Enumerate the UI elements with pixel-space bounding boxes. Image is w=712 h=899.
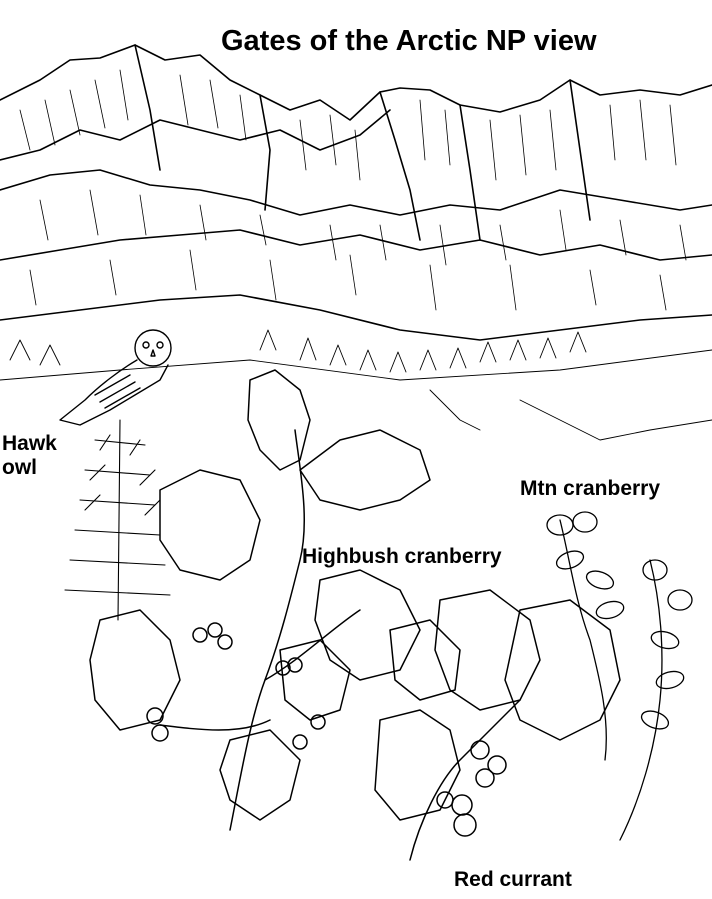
hawk-owl-illustration (59, 329, 172, 426)
red-currant-illustration (374, 589, 621, 861)
red-currant-label: Red currant (454, 868, 572, 891)
spruce-tree (64, 419, 171, 621)
slope-hatching (19, 69, 687, 311)
hawk-owl-label-line1: Hawk (2, 432, 57, 455)
mountain-cranberry-illustration (546, 511, 693, 841)
highbush-cranberry-label: Highbush cranberry (302, 545, 502, 568)
mtn-cranberry-label: Mtn cranberry (520, 477, 661, 500)
mountain-range (0, 44, 712, 341)
hawk-owl-label: Hawk owl (2, 432, 57, 480)
highbush-cranberry-illustration (89, 369, 431, 831)
valley-forest (0, 329, 712, 441)
page-title: Gates of the Arctic NP view (221, 25, 597, 57)
hawk-owl-label-line2: owl (2, 456, 37, 480)
